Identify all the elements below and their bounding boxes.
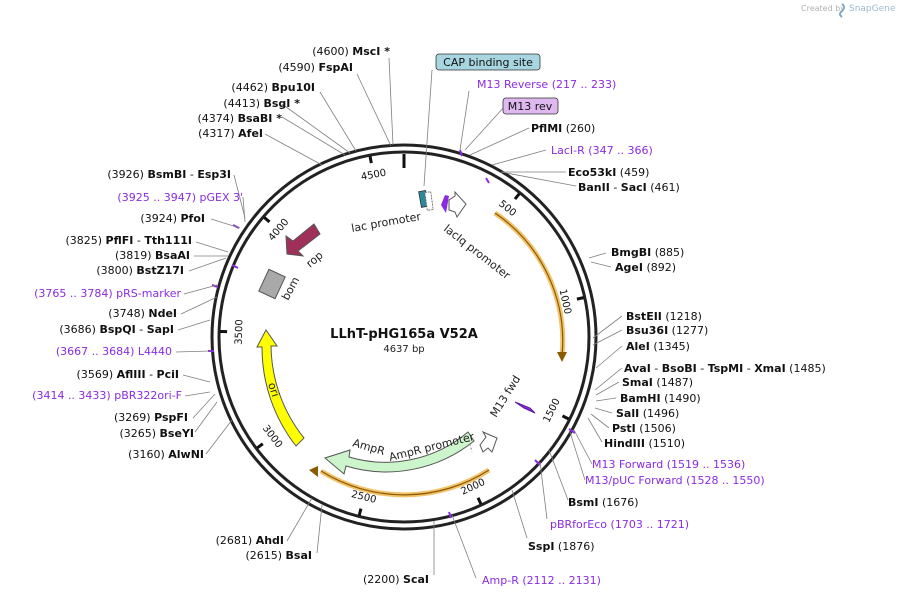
right-label-site[interactable]: BsmI (1676) <box>568 496 639 509</box>
ampr-feature[interactable] <box>323 431 475 475</box>
right-label-primer[interactable]: Amp-R (2112 .. 2131) <box>482 574 601 587</box>
created-by-text: Created by <box>801 4 845 13</box>
tick-mark <box>357 508 363 516</box>
tick-mark <box>368 155 373 164</box>
m13-fwd-feature[interactable] <box>514 401 536 414</box>
left-label-site[interactable]: (3265) BseYI <box>119 427 194 440</box>
left-label-site[interactable]: (4317) AfeI <box>198 127 263 140</box>
right-label-site[interactable]: BstEII (1218) <box>626 310 702 323</box>
left-label-site[interactable]: (4590) FspAI <box>278 61 353 74</box>
bom-feature[interactable] <box>258 268 286 300</box>
right-label-site[interactable]: SmaI (1487) <box>622 376 693 389</box>
laciq-promoter-feature[interactable] <box>448 190 467 219</box>
right-label-site[interactable]: AgeI (892) <box>615 261 676 274</box>
left-label-site[interactable]: (3819) BsaAI <box>115 249 190 262</box>
left-label-site[interactable]: (3800) BstZ17I <box>96 264 184 277</box>
left-label-site[interactable]: (2615) BsaI <box>245 549 312 562</box>
m13-rev-box-label: M13 rev <box>508 100 553 113</box>
tick-mark <box>576 296 585 301</box>
m13-rev-feature[interactable] <box>441 195 449 213</box>
tick-mark <box>561 414 570 421</box>
left-label-site[interactable]: (4413) BsgI * <box>223 97 300 110</box>
left-label-primer[interactable]: (3414 .. 3433) pBR322ori-F <box>32 389 182 402</box>
left-label-primer[interactable]: (3667 .. 3684) L4440 <box>56 345 172 358</box>
leader-lines <box>175 57 623 579</box>
left-label-site[interactable]: (3686) BspQI - SapI <box>59 323 174 336</box>
orf-arc-bottom[interactable] <box>309 466 491 498</box>
right-label-site[interactable]: SspI (1876) <box>528 540 595 553</box>
left-label-site[interactable]: (3924) PfoI <box>140 212 205 225</box>
right-label-site[interactable]: AvaI - BsoBI - TspMI - XmaI (1485) <box>624 362 826 375</box>
left-label-site[interactable]: (3748) NdeI <box>108 307 177 320</box>
orf-arc-top-right[interactable] <box>493 210 567 362</box>
right-label-site[interactable]: PstI (1506) <box>612 422 676 435</box>
laciq-promoter-label: lacIq promoter <box>441 222 513 282</box>
right-label-site[interactable]: HindIII (1510) <box>604 437 685 450</box>
left-label-site[interactable]: (3926) BsmBI - Esp3I <box>107 168 231 181</box>
left-label-primer[interactable]: (3925 .. 3947) pGEX 3' <box>117 191 243 204</box>
cap-binding-site-box[interactable]: CAP binding site <box>435 53 541 71</box>
plasmid-size: 4637 bp <box>383 344 424 355</box>
rop-feature[interactable] <box>285 223 321 257</box>
right-label-site[interactable]: Bsu36I (1277) <box>626 324 708 337</box>
right-label-site[interactable]: Eco53kI (459) <box>568 166 649 179</box>
lac-promoter-label: lac promoter <box>350 210 422 235</box>
left-label-site[interactable]: (3569) AflIII - PciI <box>77 368 179 381</box>
left-label-site[interactable]: (4462) Bpu10I <box>231 81 315 94</box>
left-label-site[interactable]: (3269) PspFI <box>114 411 188 424</box>
bottom-label-site[interactable]: (2200) ScaI <box>363 573 429 586</box>
right-label-primer[interactable]: M13 Reverse (217 .. 233) <box>477 78 616 91</box>
tick-mark <box>513 192 521 201</box>
site-labels: M13 Reverse (217 .. 233) PflMI (260) LacI-… <box>32 45 826 587</box>
left-label-site[interactable]: (4600) MscI * <box>312 45 390 58</box>
tick-label: 4500 <box>360 168 387 184</box>
ori-feature[interactable] <box>256 329 305 447</box>
left-label-site[interactable]: (2681) AhdI <box>216 534 284 547</box>
left-label-site[interactable]: (3825) PflFI - Tth111I <box>65 234 192 247</box>
tick-mark <box>476 497 483 505</box>
left-label-site[interactable]: (4374) BsaBI * <box>197 112 282 125</box>
right-label-site[interactable]: BanII - SacI (461) <box>578 181 680 194</box>
tick-mark <box>263 216 271 224</box>
left-label-primer[interactable]: (3765 .. 3784) pRS-marker <box>34 287 181 300</box>
tick-label: 1500 <box>542 397 563 425</box>
right-label-site[interactable]: AleI (1345) <box>626 340 690 353</box>
ampr-label: AmpR <box>351 436 387 458</box>
right-label-site[interactable]: SalI (1496) <box>616 407 679 420</box>
m13-fwd-label: M13 fwd <box>488 373 524 419</box>
right-label-primer[interactable]: M13 Forward (1519 .. 1536) <box>592 458 745 471</box>
snapgene-logo-icon <box>839 3 845 18</box>
right-label-site[interactable]: PflMI (260) <box>531 122 595 135</box>
backbone <box>210 143 598 531</box>
ampr-promoter-feature[interactable] <box>479 430 498 453</box>
rop-label: rop <box>304 249 326 271</box>
m13-rev-box[interactable]: M13 rev <box>502 97 559 115</box>
left-label-site[interactable]: (3160) AlwNI <box>128 448 204 461</box>
tick-label: 3000 <box>260 423 284 450</box>
ori-label: ori <box>265 381 282 399</box>
right-label-primer[interactable]: M13/pUC Forward (1528 .. 1550) <box>585 474 765 487</box>
plasmid-name: LLhT-pHG165a V52A <box>330 327 478 342</box>
snapgene-brand: SnapGene <box>849 4 896 14</box>
cap-binding-site-label: CAP binding site <box>443 56 533 69</box>
right-label-primer[interactable]: pBRforEco (1703 .. 1721) <box>550 518 689 531</box>
right-label-site[interactable]: BmgBI (885) <box>611 246 684 259</box>
right-label-site[interactable]: BamHI (1490) <box>620 392 701 405</box>
lac-promoter-feature[interactable] <box>424 191 434 211</box>
tick-label: 3500 <box>234 319 246 345</box>
tick-mark <box>256 442 264 450</box>
right-label-primer[interactable]: LacI-R (347 .. 366) <box>551 144 653 157</box>
